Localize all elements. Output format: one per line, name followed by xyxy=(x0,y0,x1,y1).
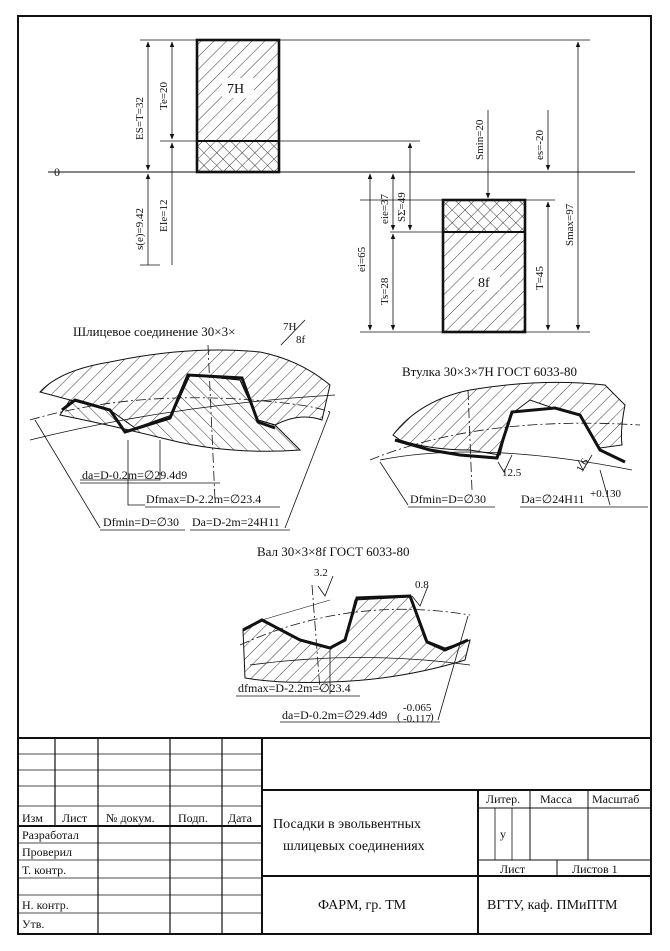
shaft-cross-zone xyxy=(443,200,525,232)
dim-ES: ES=T=32 xyxy=(134,97,146,140)
tb-mass: Масса xyxy=(540,792,573,806)
bushing-caption: Втулка 30×3×7H ГОСТ 6033-80 xyxy=(402,364,577,379)
tb-liter: Литер. xyxy=(486,792,520,806)
tolerance-diagram: 0 7H 8f ES=T=32 Te=20 s(e)=9.42 xyxy=(48,38,635,334)
bushing-profile xyxy=(394,406,626,464)
svg-text:(: ( xyxy=(397,711,401,723)
title-block: Изм Лист № докум. Подп. Дата Разработал … xyxy=(17,737,652,935)
shaft-view: Вал 30×3×8f ГОСТ 6033-80 3.2 0.8 dfmax=D… xyxy=(236,544,471,725)
shaft-da-label: da=D-0.2m=∅29.4d9 xyxy=(282,708,387,722)
shaft-body xyxy=(242,596,471,683)
joint-dfmax-label: Dfmax=D-2.2m=∅23.4 xyxy=(146,492,261,506)
zero-label: 0 xyxy=(54,165,60,179)
shaft-dfmax-label: dfmax=D-2.2m=∅23.4 xyxy=(238,681,351,695)
tb-row-developed: Разработал xyxy=(22,828,79,842)
tb-row-tcontrol: Т. контр. xyxy=(22,863,66,877)
joint-hub xyxy=(39,349,331,429)
dim-EIe: EIe=12 xyxy=(158,200,170,232)
joint-fit-den: 8f xyxy=(296,334,306,346)
joint-da-label: da=D-0.2m=∅29.4d9 xyxy=(82,468,187,482)
tb-header-doc: № докум. xyxy=(106,811,155,825)
dim-ei: ei=65 xyxy=(356,246,368,272)
dim-eie: eie=37 xyxy=(379,193,391,224)
tb-title-2: шлицевых соединениях xyxy=(283,839,425,854)
tb-header-sign: Подп. xyxy=(178,811,208,825)
joint-Da-label: Da=D-2m=24H11 xyxy=(192,515,280,529)
tb-header-izm: Изм xyxy=(22,811,43,825)
hole-grade-label: 7H xyxy=(227,82,244,97)
joint-fit-num: 7H xyxy=(283,321,297,333)
dim-Smax: Smax=97 xyxy=(564,203,576,246)
dim-s-e: s(e)=9.42 xyxy=(134,208,146,250)
dim-Ts: Ts=28 xyxy=(379,277,391,305)
shaft-caption: Вал 30×3×8f ГОСТ 6033-80 xyxy=(257,544,409,559)
tb-header-list: Лист xyxy=(62,811,88,825)
tb-letter: у xyxy=(500,827,506,841)
tb-title-1: Посадки в эвольвентных xyxy=(273,817,421,832)
dim-Smin: Smin=20 xyxy=(474,119,486,160)
tb-sheets: Листов 1 xyxy=(572,862,618,876)
joint-dfmin-label: Dfmin=D=∅30 xyxy=(103,515,179,529)
shaft-grade-label: 8f xyxy=(478,276,490,291)
tb-row-approved: Утв. xyxy=(22,917,44,931)
tb-org-right: ВГТУ, каф. ПМиПТМ xyxy=(487,898,618,913)
dim-es: es=-20 xyxy=(534,129,546,160)
dim-T: T=45 xyxy=(534,266,546,290)
tb-row-checked: Проверил xyxy=(22,845,72,859)
joint-tooth-profile xyxy=(61,373,276,434)
tb-scale: Масштаб xyxy=(592,792,639,806)
hole-cross-zone xyxy=(197,141,279,172)
bushing-rough-1: 12.5 xyxy=(502,467,522,479)
shaft-profile xyxy=(242,594,469,652)
shaft-tol-up: -0.065 xyxy=(403,702,432,714)
bushing-dfmin-label: Dfmin=D=∅30 xyxy=(410,492,486,506)
dim-Ssum: SΣ=49 xyxy=(396,192,408,222)
tb-org-left: ФАРМ, гр. ТМ xyxy=(318,898,407,913)
dim-Te: Te=20 xyxy=(158,81,170,110)
bushing-Da-label: Da=∅24H11 xyxy=(521,492,584,506)
tb-header-date: Дата xyxy=(228,811,253,825)
tb-sheet: Лист xyxy=(500,862,526,876)
bushing-Da-tol: +0.130 xyxy=(590,488,621,500)
spline-joint-view: Шлицевое соединение 30×3× 7H 8f da=D-0.2… xyxy=(29,319,336,531)
bushing-view: Втулка 30×3×7H ГОСТ 6033-80 12.5 1.6 Dfm… xyxy=(369,364,648,508)
shaft-rough-1: 3.2 xyxy=(314,567,328,579)
svg-text:): ) xyxy=(430,711,434,723)
shaft-rough-2: 0.8 xyxy=(415,579,429,591)
joint-caption: Шлицевое соединение 30×3× xyxy=(73,324,235,339)
tb-row-ncontrol: Н. контр. xyxy=(22,898,69,912)
bushing-rough-2: 1.6 xyxy=(574,456,592,474)
shaft-tol-lo: -0.117 xyxy=(403,713,432,725)
